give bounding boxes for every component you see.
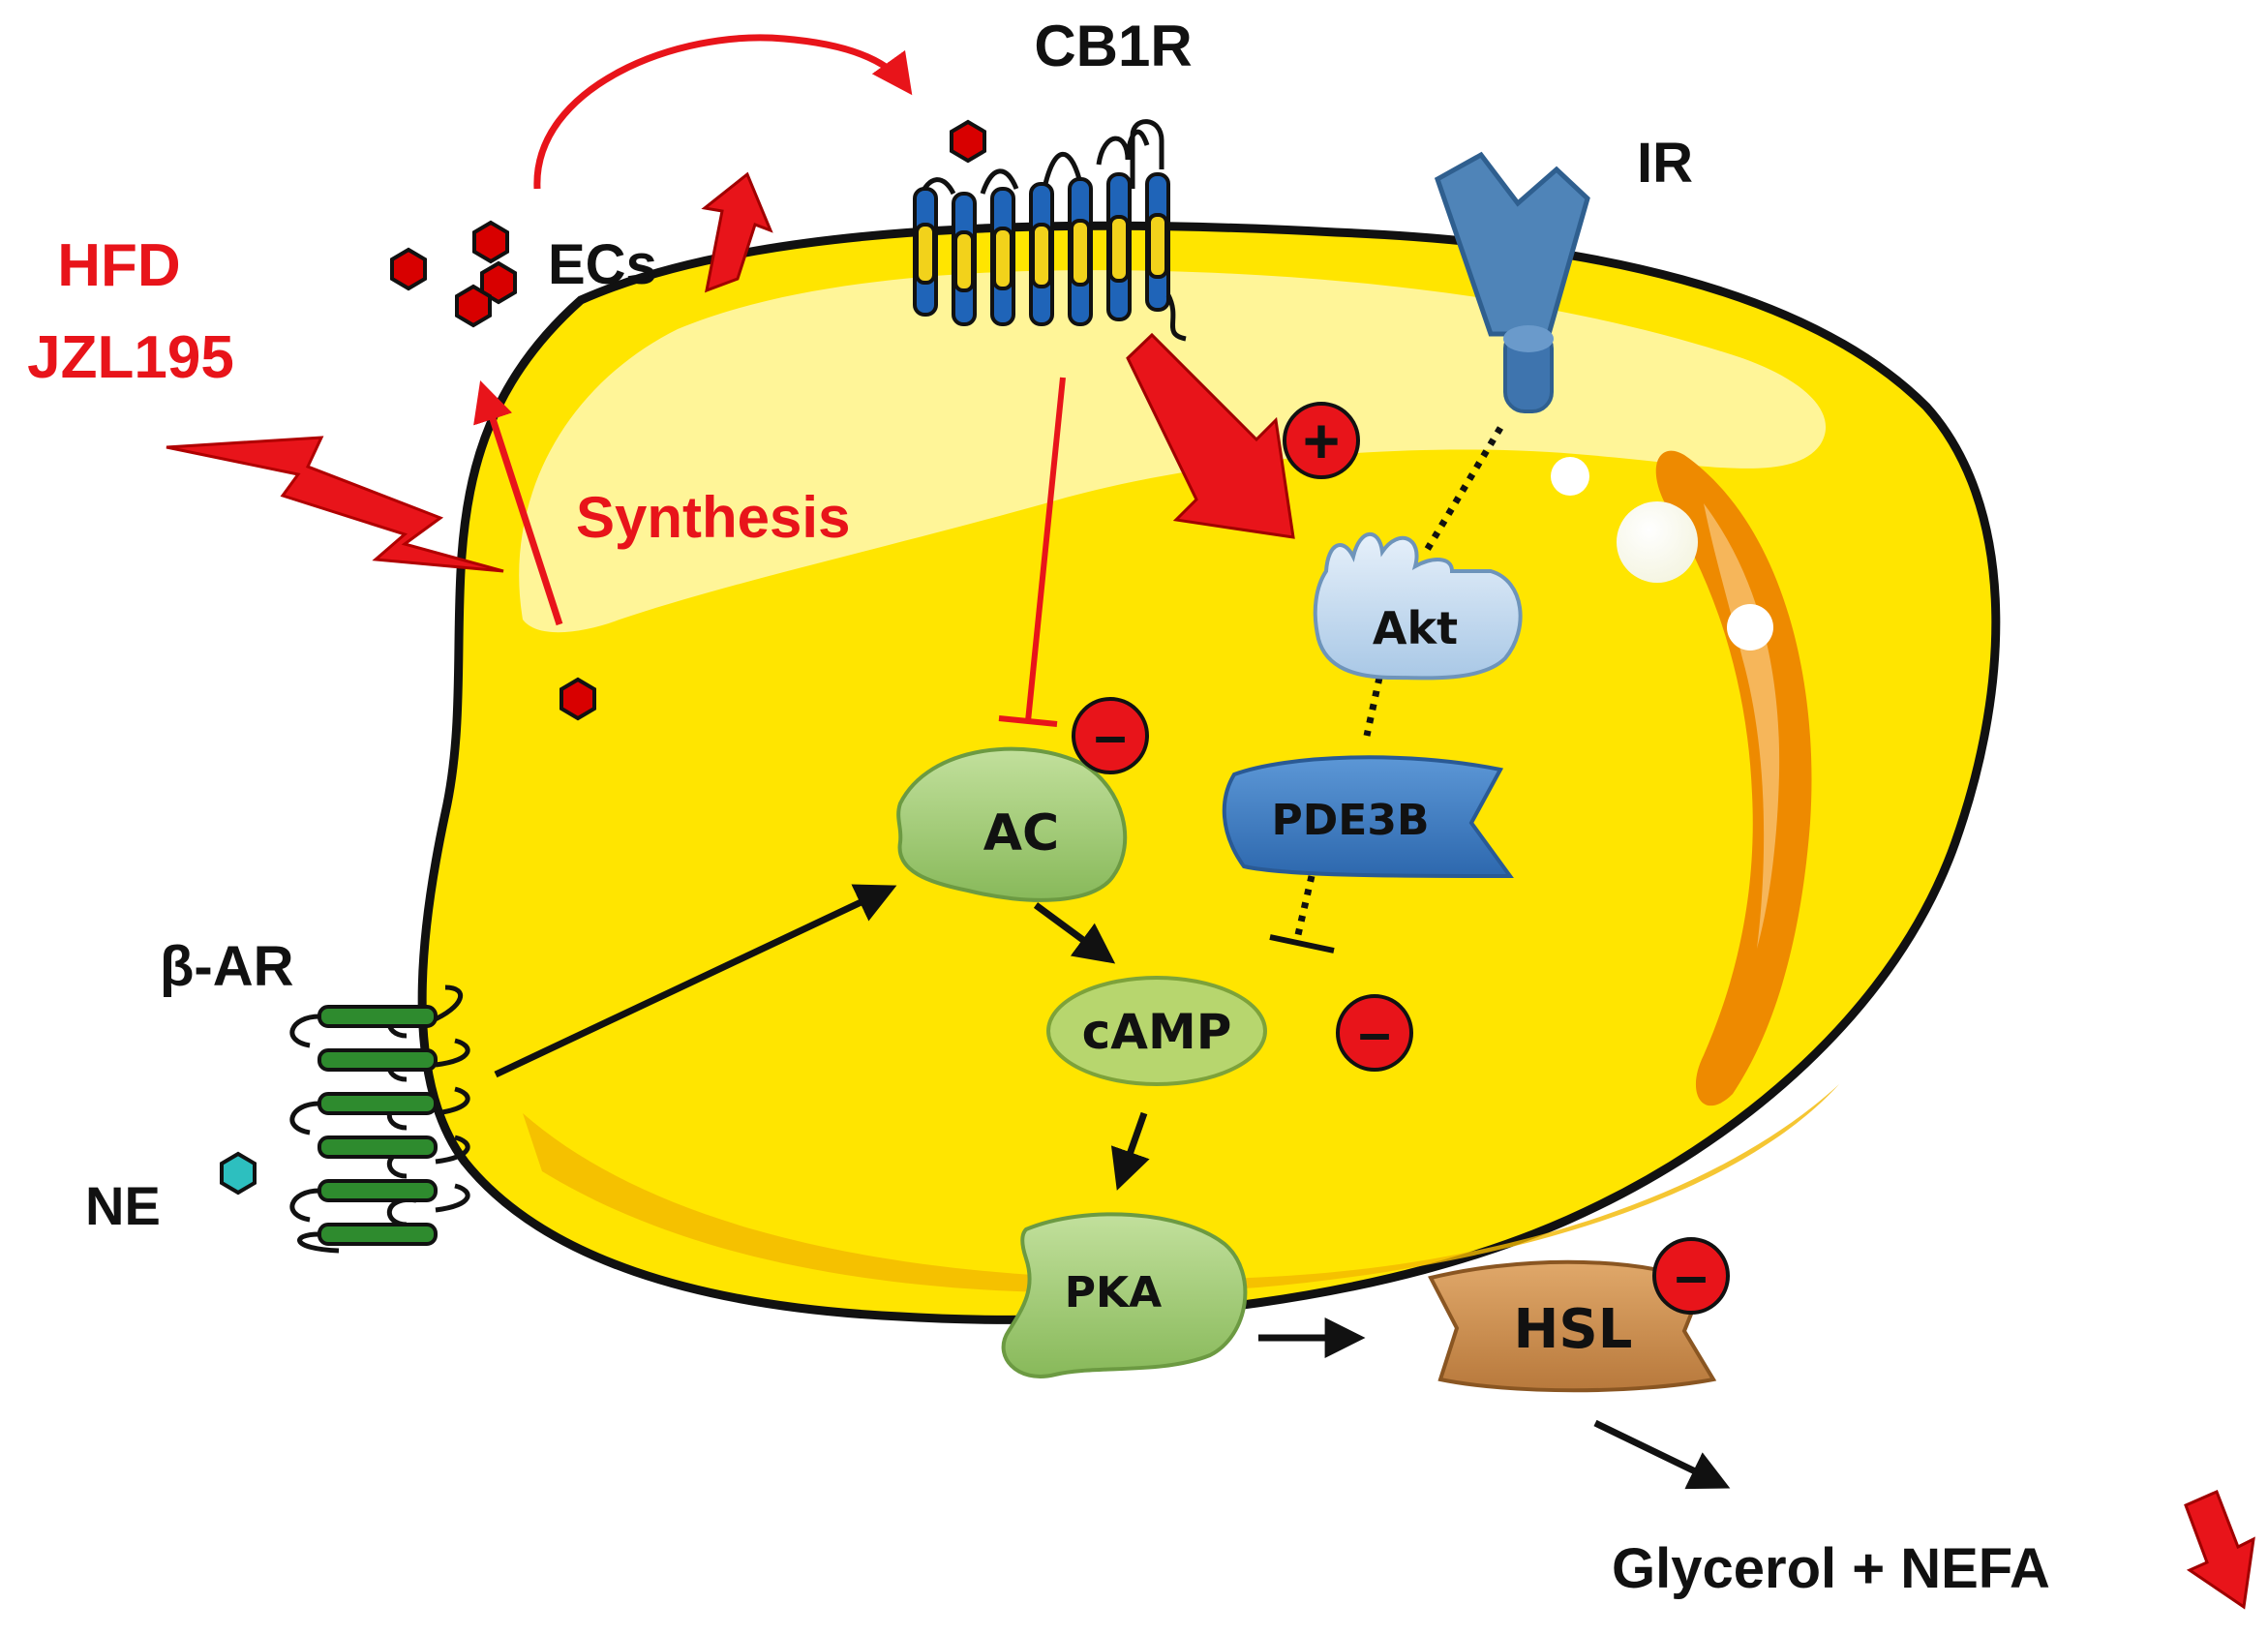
plus-badge: + [1283,402,1360,479]
cb1r-activates-akt-arrow [1126,332,1295,539]
adipocyte-cell [417,221,2001,1324]
lipid-droplet-medium [1727,604,1773,651]
beta-ar-helices [318,1005,438,1246]
svg-text:–: – [1094,703,1126,768]
ac-to-camp-arrow [1033,902,1116,964]
cb1r-helices [913,172,1170,326]
akt-pde3b-dotted-link [1363,677,1383,737]
ec-hexagon [390,247,427,291]
ec-hexagon [472,220,509,264]
akt-node [1313,531,1523,681]
beta-ar-label: β-AR [160,935,294,998]
minus-badge-ac: – [1072,697,1149,774]
beta-ar-to-ac-arrow [494,884,897,1078]
hsl-to-products-arrow [1593,1419,1731,1490]
endocannabinoid-molecules [390,119,986,721]
ecs-increase-arrow-icon [701,171,773,293]
ac-node [896,746,1128,902]
cb1r-loops-top [917,119,1164,199]
beta-ar-tails [289,1014,340,1254]
orange-band-highlight [1704,503,1780,949]
jzl195-label: JZL195 [27,324,234,391]
insulin-receptor [1434,151,1590,413]
svg-text:–: – [1358,1000,1390,1065]
cb1r-label: CB1R [1034,14,1192,78]
svg-text:+: + [1303,405,1341,476]
cb1r-inhibits-ac [998,377,1066,727]
hsl-label: HSL [1514,1298,1633,1361]
products-label: Glycerol + NEFA [1612,1537,2050,1600]
cb1r-receptor [913,119,1187,342]
camp-to-pka-arrow [1110,1111,1150,1191]
products-decrease-arrow-icon [2184,1489,2255,1610]
camp-label: cAMP [1082,1004,1232,1060]
lipid-droplet-large [1617,501,1698,583]
pde3b-node [1222,755,1514,879]
pde3b-label: PDE3B [1272,796,1430,845]
ec-release-arc-arrow [533,34,913,190]
minus-badge-camp: – [1336,994,1413,1072]
ir-akt-dotted-link [1423,426,1503,554]
ne-label: NE [85,1175,161,1236]
svg-text:–: – [1675,1243,1707,1308]
hfd-label: HFD [57,232,180,299]
minus-badge-hsl: – [1652,1237,1730,1315]
ne-hexagon [220,1151,257,1196]
akt-label: Akt [1373,602,1458,654]
lightning-bolt-icon [166,436,504,573]
ec-hexagon [455,284,492,328]
cb1r-tail [1165,293,1187,342]
pde3b-inhibits-camp [1269,875,1335,954]
orange-band [1655,450,1812,1106]
synthesis-label: Synthesis [576,485,850,550]
ec-hexagon [559,677,596,721]
ac-label: AC [983,804,1059,863]
synthesis-arrow [473,380,563,626]
beta-ar-receptor [289,984,470,1254]
pka-node [1001,1212,1248,1378]
lipid-droplet-small [1551,457,1589,496]
camp-node [1046,976,1267,1086]
pka-label: PKA [1065,1268,1162,1317]
ir-body [1434,151,1590,337]
ec-hexagon [950,119,986,164]
ir-label: IR [1637,132,1693,195]
ir-stem-top [1503,325,1554,352]
hsl-node [1428,1259,1717,1393]
ecs-label: ECs [548,233,657,296]
